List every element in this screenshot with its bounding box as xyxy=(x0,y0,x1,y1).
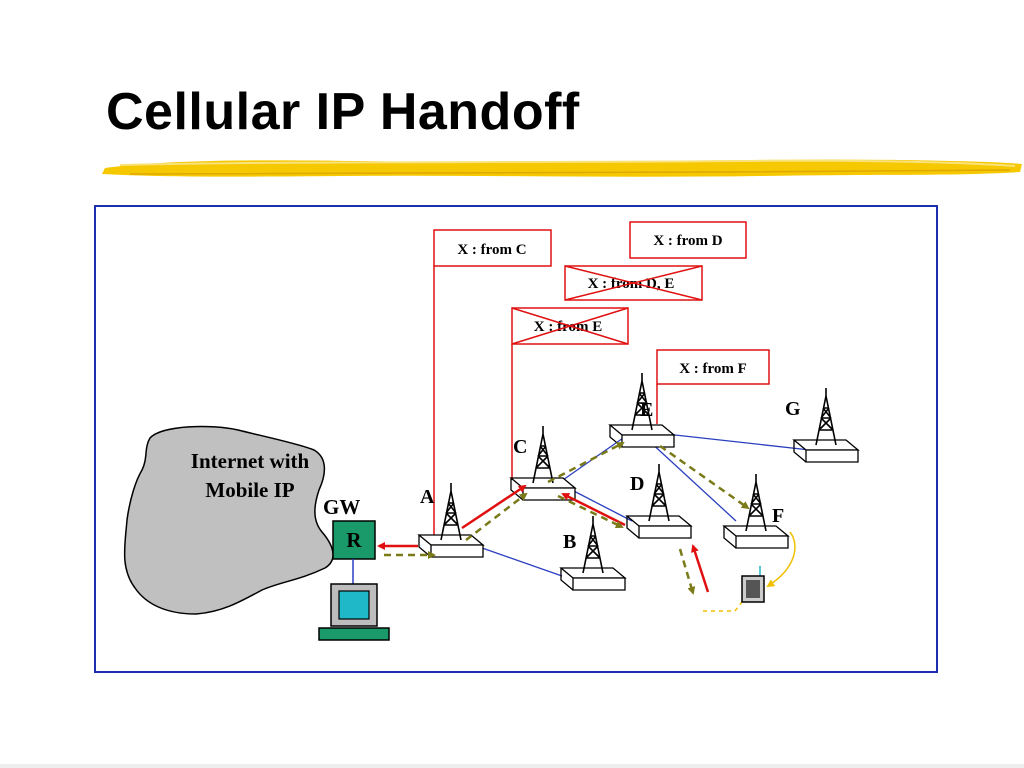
path-arrow-d-mobile xyxy=(678,548,696,595)
mobile-movement-path xyxy=(766,531,796,588)
node-label-e: E xyxy=(640,399,653,421)
cache-box-from-f: X : from F xyxy=(656,349,770,385)
cloud-icon xyxy=(123,425,334,615)
title-underline xyxy=(102,159,1022,177)
cloud-label-line-2: Mobile IP xyxy=(205,478,294,502)
path-arrow-e-f xyxy=(659,444,750,510)
node-label-g: G xyxy=(785,398,801,420)
router-label: R xyxy=(346,528,362,552)
cache-text-from-c: X : from C xyxy=(457,242,526,258)
cloud-label-line-1: Internet with xyxy=(191,449,310,473)
cache-box-from-c: X : from C xyxy=(433,229,552,267)
page-title: Cellular IP Handoff xyxy=(106,83,580,141)
node-label-c: C xyxy=(513,436,527,458)
computer-icon[interactable] xyxy=(318,583,390,641)
node-label-b: B xyxy=(563,531,576,553)
path-arrow-c-e xyxy=(547,441,625,484)
gateway-label: GW xyxy=(323,495,360,519)
cache-box-from-e: X : from E xyxy=(511,307,629,345)
cache-box-from-d-e: X : from D, E xyxy=(564,265,703,301)
router-icon[interactable] xyxy=(332,520,376,560)
route-arrow-d-c xyxy=(561,492,626,527)
mobile-host-icon[interactable] xyxy=(741,566,765,603)
route-arrow-mobile xyxy=(691,544,710,593)
route-arrow-a-c xyxy=(461,484,527,530)
path-arrow-a-c xyxy=(465,492,528,541)
cache-text-from-f: X : from F xyxy=(679,361,747,377)
node-label-f: F xyxy=(772,505,784,527)
node-label-d: D xyxy=(630,473,644,495)
footer-rule xyxy=(0,764,1024,768)
diagram-frame xyxy=(94,205,938,673)
node-label-a: A xyxy=(420,486,435,508)
cache-text-from-d: X : from D xyxy=(653,233,722,249)
cache-box-from-d: X : from D xyxy=(629,221,747,259)
